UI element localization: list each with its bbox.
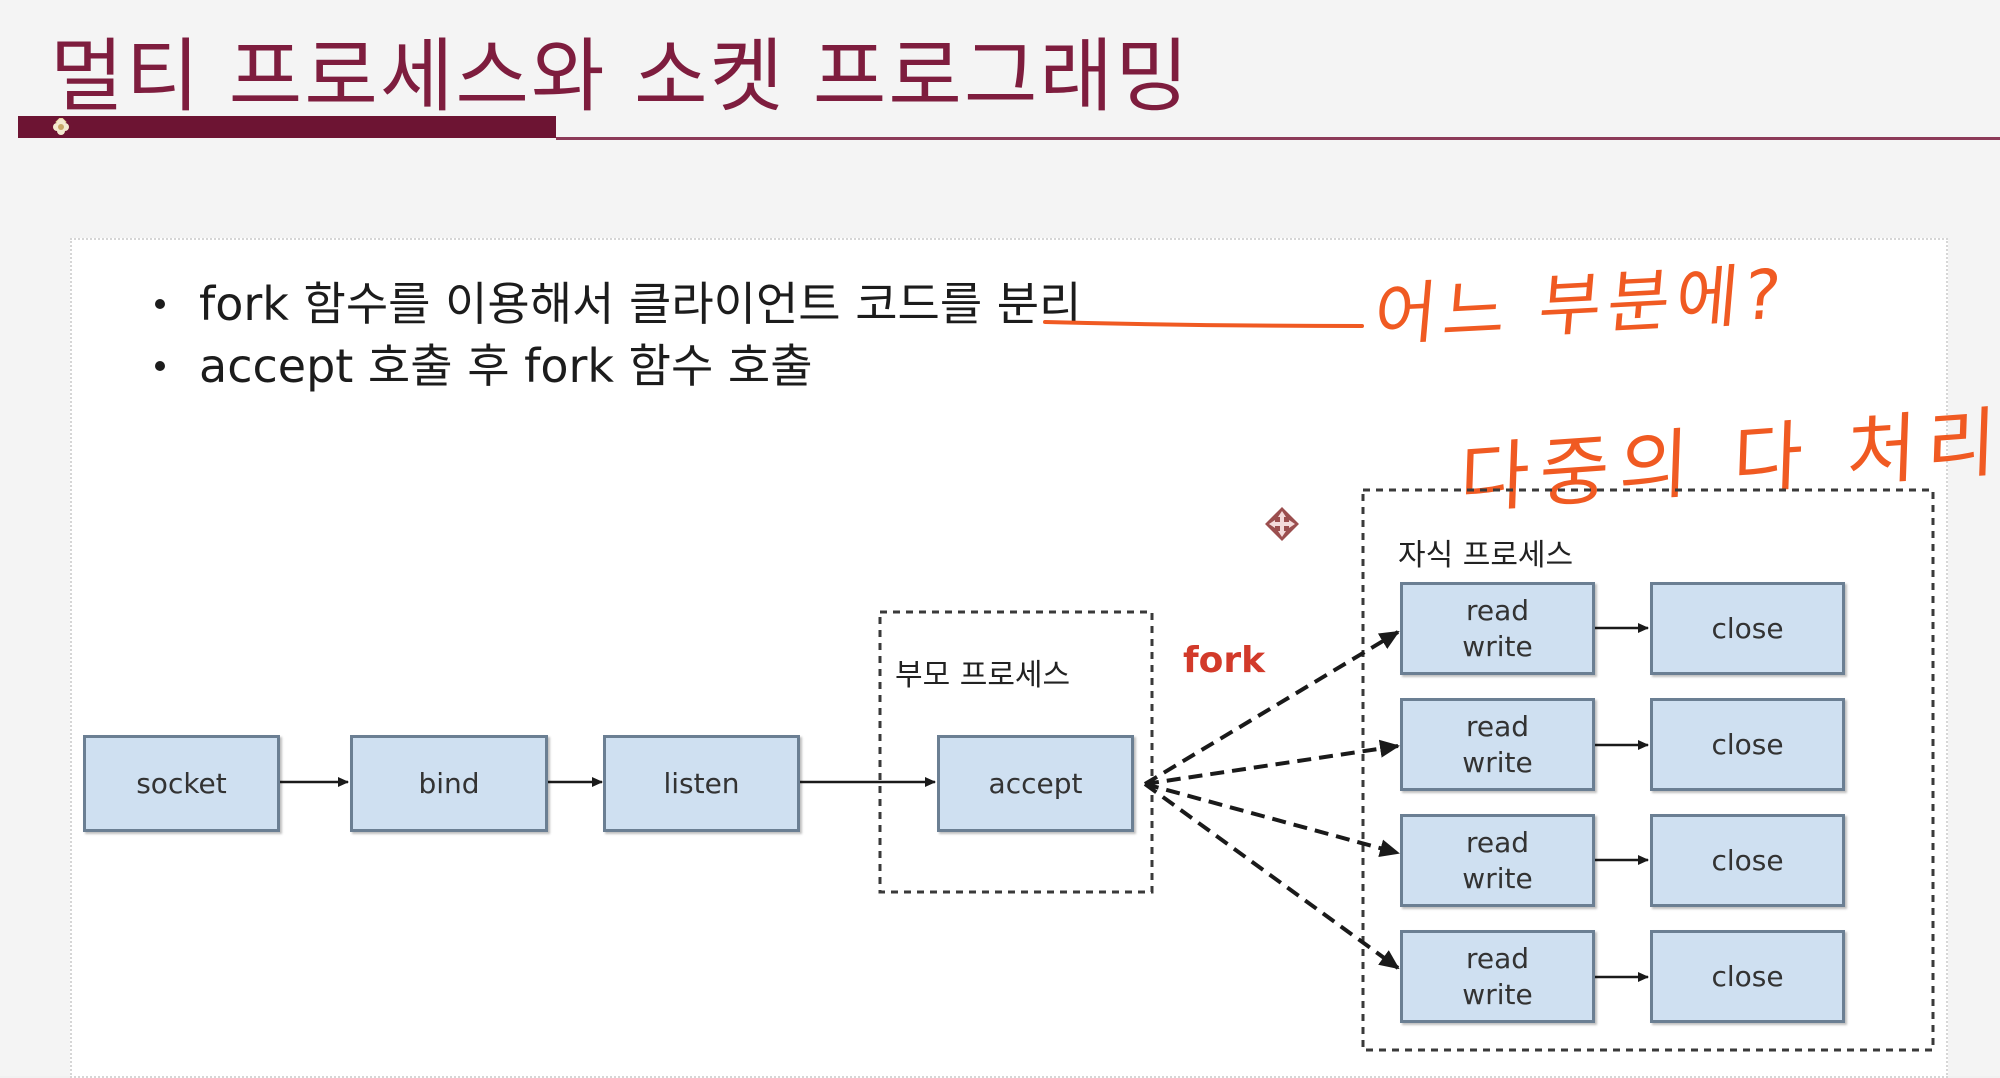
ornament-icon bbox=[53, 118, 69, 135]
fork-label: fork bbox=[1183, 640, 1266, 681]
child-process-label: 자식 프로세스 bbox=[1398, 538, 1574, 573]
close-label: close bbox=[1711, 612, 1784, 645]
title-underline-line bbox=[556, 137, 2000, 140]
write-label: write bbox=[1462, 745, 1533, 779]
bullet-dot bbox=[155, 298, 165, 309]
close-label: close bbox=[1711, 728, 1784, 761]
close-box: close bbox=[1650, 582, 1845, 675]
read-write-box: read write bbox=[1400, 814, 1595, 907]
close-box: close bbox=[1650, 698, 1845, 791]
slide-title: 멀티 프로세스와 소켓 프로그래밍 bbox=[50, 30, 1191, 123]
bullet-item: fork 함수를 이용해서 클라이언트 코드를 분리 bbox=[155, 268, 1081, 334]
listen-box: listen bbox=[603, 735, 800, 832]
socket-box: socket bbox=[83, 735, 280, 832]
read-label: read bbox=[1465, 941, 1530, 975]
read-label: read bbox=[1465, 709, 1530, 743]
listen-label: listen bbox=[663, 767, 740, 800]
write-label: write bbox=[1462, 977, 1533, 1011]
socket-label: socket bbox=[136, 767, 227, 800]
close-label: close bbox=[1711, 960, 1784, 993]
read-write-box: read write bbox=[1400, 698, 1595, 791]
bind-box: bind bbox=[350, 735, 548, 832]
read-write-box: read write bbox=[1400, 582, 1595, 675]
write-label: write bbox=[1462, 861, 1533, 895]
accept-label: accept bbox=[988, 767, 1083, 800]
parent-process-label: 부모 프로세스 bbox=[895, 658, 1071, 693]
close-box: close bbox=[1650, 814, 1845, 907]
bullet-item: accept 호출 후 fork 함수 호출 bbox=[155, 330, 813, 396]
title-underline-bar bbox=[18, 116, 556, 138]
bullet-text: fork 함수를 이용해서 클라이언트 코드를 분리 bbox=[199, 277, 1082, 331]
read-write-box: read write bbox=[1400, 930, 1595, 1023]
close-box: close bbox=[1650, 930, 1845, 1023]
bullet-text: accept 호출 후 fork 함수 호출 bbox=[199, 339, 813, 393]
read-label: read bbox=[1465, 825, 1530, 859]
move-handle-icon[interactable] bbox=[1260, 502, 1304, 546]
write-label: write bbox=[1462, 629, 1533, 663]
bind-label: bind bbox=[418, 767, 480, 800]
accept-box: accept bbox=[937, 735, 1134, 832]
bullet-dot bbox=[155, 360, 165, 371]
read-label: read bbox=[1465, 593, 1530, 627]
close-label: close bbox=[1711, 844, 1784, 877]
